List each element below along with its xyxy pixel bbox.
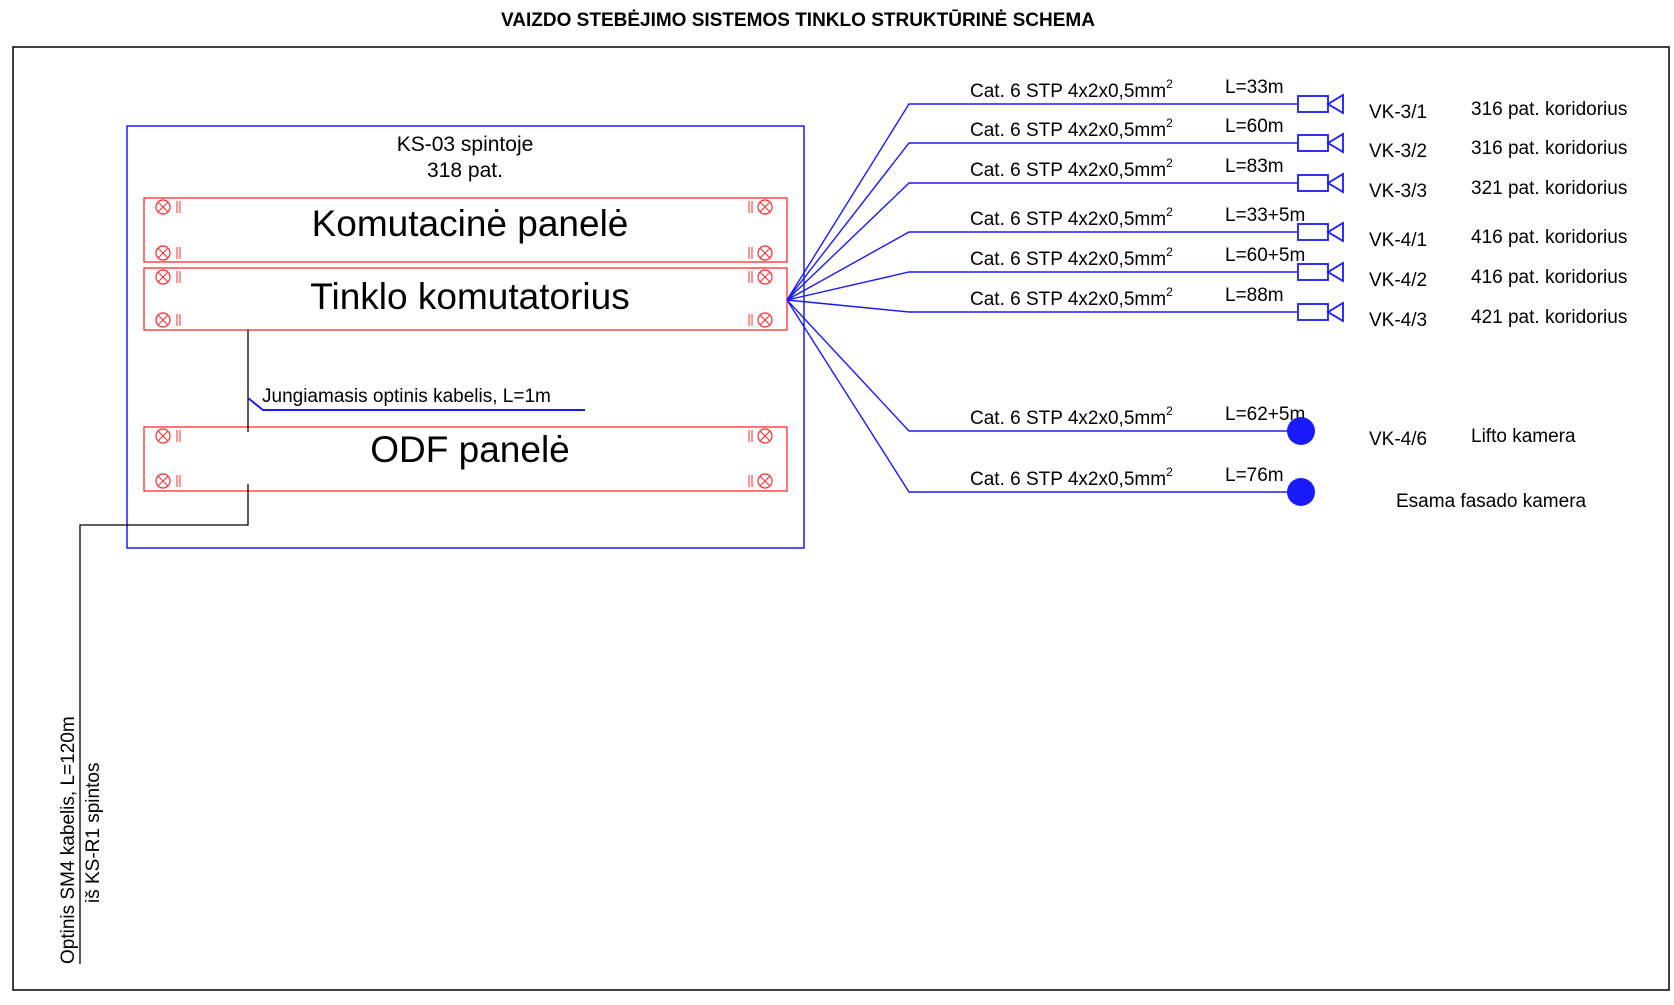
camera-location-label: Lifto kamera — [1471, 426, 1576, 447]
dome-camera-icon — [1287, 478, 1315, 506]
cable-length-label: L=62+5m — [1225, 404, 1305, 425]
cable-line — [786, 299, 1298, 493]
cabinet-box — [126, 125, 805, 549]
camera-icon — [1297, 93, 1344, 115]
cable-spec-superscript: 2 — [1166, 156, 1173, 170]
camera-id-label: VK-3/3 — [1369, 181, 1427, 202]
network-switch: Tinklo komutatorius — [143, 267, 788, 331]
dome-camera-icon — [1287, 417, 1315, 445]
cable-line — [786, 142, 1298, 301]
cable-line — [786, 231, 1298, 301]
camera-id-label: VK-3/1 — [1369, 102, 1427, 123]
cable-spec-label: Cat. 6 STP 4x2x0,5mm2 — [970, 77, 1173, 102]
camera-location-label: 421 pat. koridorius — [1471, 307, 1627, 328]
screw-icon — [155, 245, 181, 261]
cable-spec-superscript: 2 — [1166, 465, 1173, 479]
camera-location-label: 321 pat. koridorius — [1471, 178, 1627, 199]
screw-icon — [748, 312, 773, 328]
cable-spec-superscript: 2 — [1166, 245, 1173, 259]
camera-icon — [1297, 132, 1344, 154]
camera-location-label: 316 pat. koridorius — [1471, 138, 1627, 159]
cable-spec-label: Cat. 6 STP 4x2x0,5mm2 — [970, 285, 1173, 310]
screw-icon — [748, 269, 773, 285]
cable-spec-superscript: 2 — [1166, 116, 1173, 130]
trunk-cable-source-label: iš KS-R1 spintos — [83, 763, 104, 903]
cable-line — [786, 182, 1298, 301]
cable-spec-label: Cat. 6 STP 4x2x0,5mm2 — [970, 205, 1173, 230]
cable-length-label: L=88m — [1225, 285, 1284, 306]
camera-location-label: 316 pat. koridorius — [1471, 99, 1627, 120]
cable-line — [786, 299, 1298, 432]
cable-length-label: L=83m — [1225, 156, 1284, 177]
screw-icon — [155, 473, 181, 489]
screw-icon — [155, 428, 181, 444]
cable-spec-superscript: 2 — [1166, 285, 1173, 299]
cable-spec-label: Cat. 6 STP 4x2x0,5mm2 — [970, 116, 1173, 141]
jumper-cable-label: Jungiamasis optinis kabelis, L=1m — [262, 386, 551, 407]
cable-length-label: L=33+5m — [1225, 205, 1305, 226]
cable-line — [786, 103, 1298, 301]
camera-location-label: Esama fasado kamera — [1396, 491, 1587, 512]
screw-icon — [155, 199, 181, 215]
cabinet-label: KS-03 spintoje — [397, 133, 534, 156]
camera-id-label: VK-4/3 — [1369, 310, 1427, 331]
cable-length-label: L=33m — [1225, 77, 1284, 98]
patch-panel: Komutacinė panelė — [143, 197, 788, 263]
odf-panel: ODF panelė — [143, 426, 788, 492]
cable-line — [786, 299, 1298, 313]
screw-icon — [155, 269, 181, 285]
cable-spec-label: Cat. 6 STP 4x2x0,5mm2 — [970, 245, 1173, 270]
cable-length-label: L=76m — [1225, 465, 1284, 486]
odf-panel-label: ODF panelė — [370, 429, 570, 470]
camera-id-label: VK-4/6 — [1369, 429, 1427, 450]
cable-line — [786, 271, 1298, 301]
cable-spec-superscript: 2 — [1166, 77, 1173, 91]
camera-id-label: VK-3/2 — [1369, 141, 1427, 162]
patch-panel-label: Komutacinė panelė — [312, 203, 629, 244]
cable-spec-label: Cat. 6 STP 4x2x0,5mm2 — [970, 156, 1173, 181]
camera-icon — [1297, 172, 1344, 194]
screw-icon — [155, 312, 181, 328]
network-switch-label: Tinklo komutatorius — [310, 276, 629, 317]
cable-spec-superscript: 2 — [1166, 205, 1173, 219]
screw-icon — [748, 245, 773, 261]
camera-icon — [1297, 261, 1344, 283]
cable-length-label: L=60+5m — [1225, 245, 1305, 266]
cabinet-floor-label: 318 pat. — [427, 159, 503, 182]
screw-icon — [748, 199, 773, 215]
cable-spec-superscript: 2 — [1166, 404, 1173, 418]
camera-location-label: 416 pat. koridorius — [1471, 227, 1627, 248]
trunk-cable-label: Optinis SM4 kabelis, L=120m — [58, 716, 79, 964]
jumper-cable: Jungiamasis optinis kabelis, L=1m — [247, 330, 585, 432]
screw-icon — [748, 428, 773, 444]
screw-icon — [748, 473, 773, 489]
camera-location-label: 416 pat. koridorius — [1471, 267, 1627, 288]
camera-icon — [1297, 221, 1344, 243]
camera-id-label: VK-4/1 — [1369, 230, 1427, 251]
cable-spec-label: Cat. 6 STP 4x2x0,5mm2 — [970, 404, 1173, 429]
camera-id-label: VK-4/2 — [1369, 270, 1427, 291]
cable-spec-label: Cat. 6 STP 4x2x0,5mm2 — [970, 465, 1173, 490]
diagram-title: VAIZDO STEBĖJIMO SISTEMOS TINKLO STRUKTŪ… — [501, 10, 1095, 31]
panel-screws — [155, 199, 773, 489]
cable-length-label: L=60m — [1225, 116, 1284, 137]
trunk-cable: Optinis SM4 kabelis, L=120m iš KS-R1 spi… — [58, 484, 249, 964]
outer-frame — [12, 46, 1670, 991]
camera-icon — [1297, 301, 1344, 323]
